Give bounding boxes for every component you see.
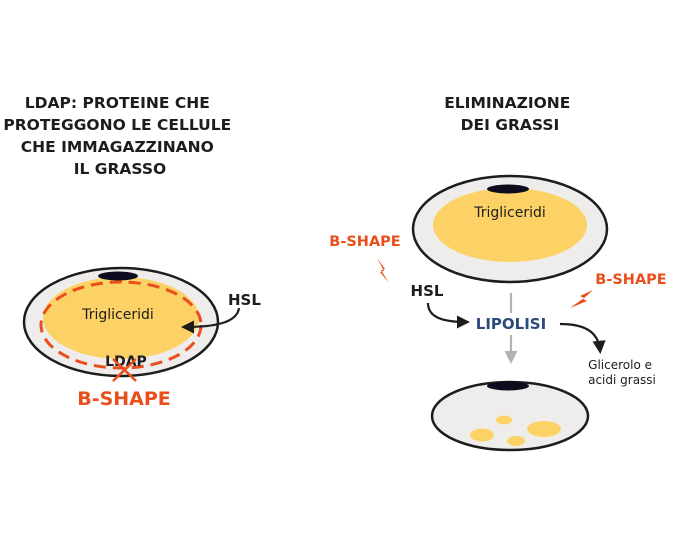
- left-cell-label: Trigliceridi: [81, 307, 154, 323]
- fat-droplet: [470, 428, 494, 442]
- ldap-label: LDAP: [105, 354, 147, 370]
- right-title-line-1: ELIMINAZIONE: [444, 94, 570, 112]
- full-fat-cell: Trigliceridi: [411, 174, 609, 284]
- left-title-line-3: CHE IMMAGAZZINANO: [21, 138, 214, 156]
- left-panel: LDAP: PROTEINE CHE PROTEGGONO LE CELLULE…: [3, 94, 261, 410]
- lean-fat-cell: [430, 380, 590, 452]
- right-hsl-label: HSL: [411, 282, 444, 300]
- left-title-line-4: IL GRASSO: [74, 160, 167, 178]
- protected-fat-cell: Trigliceridi: [22, 266, 220, 378]
- products-line-1: Glicerolo e: [588, 358, 652, 372]
- nucleus: [98, 271, 138, 281]
- lipolisi-label: LIPOLISI: [476, 315, 546, 333]
- right-title-line-2: DEI GRASSI: [461, 116, 560, 134]
- right-bshape-left-label: B-SHAPE: [329, 234, 400, 250]
- fat-droplet: [507, 436, 525, 446]
- left-panel-title: LDAP: PROTEINE CHE PROTEGGONO LE CELLULE…: [3, 94, 236, 178]
- products-arrow: [559, 322, 606, 354]
- right-cell-label: Trigliceridi: [473, 205, 546, 221]
- left-title-line-1: LDAP: PROTEINE CHE: [25, 94, 210, 112]
- lipid-droplet: [433, 188, 587, 262]
- nucleus: [487, 184, 529, 194]
- ldap-crossed-out-icon: [112, 358, 137, 382]
- lipolisi-background: [471, 313, 551, 335]
- lightning-bolt-icon: [377, 258, 389, 283]
- right-panel: ELIMINAZIONE DEI GRASSI Trigliceridi B-S…: [329, 94, 667, 452]
- lipid-droplet: [43, 277, 199, 359]
- fat-droplet: [527, 421, 561, 437]
- products-line-2: acidi grassi: [588, 373, 656, 387]
- right-bshape-right-label: B-SHAPE: [595, 272, 666, 288]
- fat-droplet: [496, 415, 512, 425]
- nucleus: [487, 381, 529, 391]
- left-title-line-2: PROTEGGONO LE CELLULE: [3, 116, 231, 134]
- left-bshape-label: B-SHAPE: [77, 388, 171, 410]
- right-panel-title: ELIMINAZIONE DEI GRASSI: [444, 94, 576, 134]
- products-label: Glicerolo e acidi grassi: [588, 358, 656, 387]
- hsl-activation-arrow: [426, 302, 470, 329]
- left-hsl-label: HSL: [228, 291, 261, 309]
- lightning-bolt-icon: [570, 290, 593, 308]
- hsl-blocked-arrow: [181, 307, 241, 334]
